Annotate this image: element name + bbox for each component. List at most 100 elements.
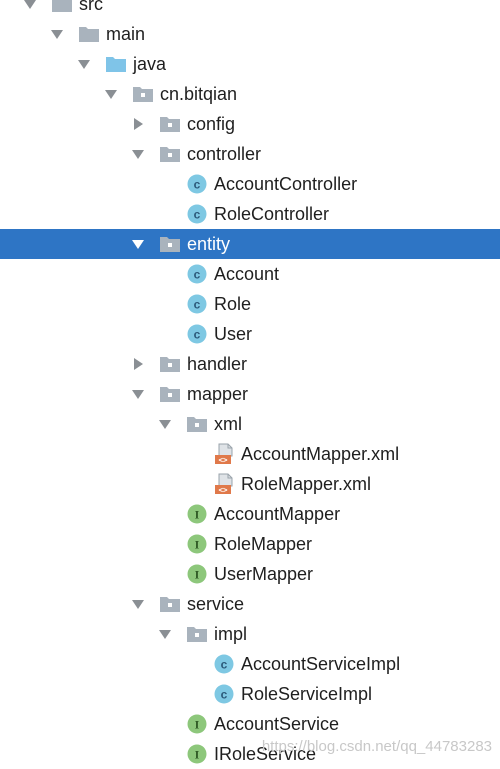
expand-arrow-down-icon[interactable] (104, 87, 118, 101)
expand-arrow-down-icon[interactable] (23, 0, 37, 11)
tree-item-iroleservice[interactable]: I IRoleService (0, 739, 500, 769)
class-icon: c (186, 323, 208, 345)
tree-item-label: User (214, 324, 253, 344)
tree-item-label: service (187, 594, 245, 614)
tree-item-label: java (133, 54, 167, 74)
interface-icon: I (186, 713, 208, 735)
tree-item-user[interactable]: c User (0, 319, 500, 349)
package-icon (159, 593, 181, 615)
tree-item-label: AccountMapper.xml (241, 444, 400, 464)
tree-item-rolemapper[interactable]: I RoleMapper (0, 529, 500, 559)
svg-text:c: c (194, 268, 201, 282)
tree-item-accountcontroller[interactable]: c AccountController (0, 169, 500, 199)
class-icon: c (186, 203, 208, 225)
package-icon (186, 623, 208, 645)
class-icon: c (186, 293, 208, 315)
tree-item-label: AccountService (214, 714, 340, 734)
tree-item-accountserviceimpl[interactable]: c AccountServiceImpl (0, 649, 500, 679)
expand-arrow-down-icon[interactable] (131, 387, 145, 401)
interface-icon: I (186, 563, 208, 585)
interface-icon: I (186, 743, 208, 765)
expand-arrow-down-icon[interactable] (77, 57, 91, 71)
tree-item-service[interactable]: service (0, 589, 500, 619)
package-icon (159, 383, 181, 405)
tree-item-account[interactable]: c Account (0, 259, 500, 289)
svg-text:I: I (195, 748, 200, 762)
class-icon: c (186, 173, 208, 195)
watermark-text: https://blog.csdn.net/qq_44783283 (261, 738, 492, 755)
tree-item-label: UserMapper (214, 564, 314, 584)
xml-file-icon: <> (213, 473, 235, 495)
package-icon (186, 413, 208, 435)
tree-item-xml[interactable]: xml (0, 409, 500, 439)
package-icon (132, 83, 154, 105)
svg-text:c: c (221, 688, 228, 702)
expand-arrow-down-icon[interactable] (50, 27, 64, 41)
class-icon: c (213, 653, 235, 675)
svg-text:c: c (194, 178, 201, 192)
tree-item-label: handler (187, 354, 248, 374)
tree-item-controller[interactable]: controller (0, 139, 500, 169)
package-icon (159, 353, 181, 375)
package-icon (159, 113, 181, 135)
tree-item-label: AccountController (214, 174, 358, 194)
class-icon: c (186, 263, 208, 285)
tree-item-label: IRoleService (214, 744, 317, 764)
tree-item-src[interactable]: src (0, 0, 500, 19)
tree-item-role[interactable]: c Role (0, 289, 500, 319)
expand-arrow-down-icon[interactable] (158, 417, 172, 431)
tree-item-label: RoleController (214, 204, 330, 224)
tree-item-rolecontroller[interactable]: c RoleController (0, 199, 500, 229)
svg-text:I: I (195, 718, 200, 732)
expand-arrow-down-icon[interactable] (158, 627, 172, 641)
tree-item-label: AccountServiceImpl (241, 654, 401, 674)
svg-text:c: c (194, 208, 201, 222)
expand-arrow-down-icon[interactable] (131, 597, 145, 611)
tree-item-label: src (79, 0, 103, 14)
xml-file-icon: <> (213, 443, 235, 465)
svg-text:<>: <> (218, 486, 228, 495)
expand-arrow-down-icon[interactable] (131, 237, 145, 251)
tree-item-mapper[interactable]: mapper (0, 379, 500, 409)
tree-item-impl[interactable]: impl (0, 619, 500, 649)
class-icon: c (213, 683, 235, 705)
tree-item-label: config (187, 114, 236, 134)
tree-item-handler[interactable]: handler (0, 349, 500, 379)
tree-item-label: cn.bitqian (160, 84, 238, 104)
folder-icon (78, 23, 100, 45)
tree-item-accountmapper-xml[interactable]: <> AccountMapper.xml (0, 439, 500, 469)
tree-item-label: entity (187, 234, 231, 254)
tree-item-label: controller (187, 144, 262, 164)
tree-item-rolemapper-xml[interactable]: <>RoleMapper.xml (0, 469, 500, 499)
expand-arrow-down-icon[interactable] (131, 147, 145, 161)
tree-item-config[interactable]: config (0, 109, 500, 139)
tree-item-label: Account (214, 264, 280, 284)
package-icon (159, 233, 181, 255)
tree-item-accountservice[interactable]: I AccountService (0, 709, 500, 739)
tree-item-entity[interactable]: entity (0, 229, 500, 259)
svg-text:I: I (195, 508, 200, 522)
tree-item-java[interactable]: java (0, 49, 500, 79)
interface-icon: I (186, 533, 208, 555)
svg-text:c: c (194, 328, 201, 342)
tree-item-label: RoleMapper (214, 534, 313, 554)
tree-item-label: Role (214, 294, 252, 314)
svg-text:c: c (221, 658, 228, 672)
folder-icon (51, 0, 73, 15)
tree-item-main[interactable]: main (0, 19, 500, 49)
svg-text:I: I (195, 568, 200, 582)
svg-text:c: c (194, 298, 201, 312)
package-icon (159, 143, 181, 165)
tree-item-label: main (106, 24, 146, 44)
expand-arrow-right-icon[interactable] (131, 117, 145, 131)
svg-text:<>: <> (218, 456, 228, 465)
expand-arrow-right-icon[interactable] (131, 357, 145, 371)
tree-item-label: mapper (187, 384, 249, 404)
tree-item-cn-bitqian[interactable]: cn.bitqian (0, 79, 500, 109)
tree-item-label: impl (214, 624, 248, 644)
tree-item-usermapper[interactable]: I UserMapper (0, 559, 500, 589)
tree-item-label: xml (214, 414, 242, 434)
svg-text:I: I (195, 538, 200, 552)
